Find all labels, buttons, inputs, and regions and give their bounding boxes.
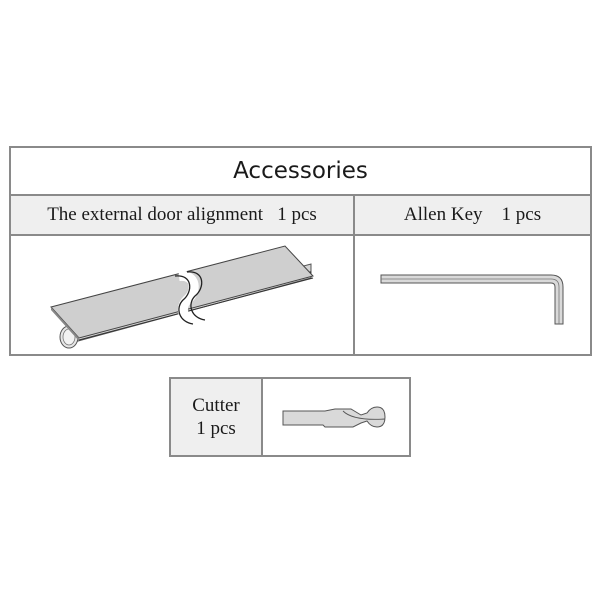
cutter-table: Cutter 1 pcs [169, 377, 411, 457]
allen-key-image [355, 236, 590, 354]
door-alignment-strip-icon [50, 245, 314, 349]
accessories-title: Accessories [11, 148, 590, 196]
allen-key-icon [380, 274, 564, 325]
allen-key-label: Allen Key 1 pcs [403, 204, 542, 225]
accessories-table: Accessories The external door alignment … [9, 146, 592, 356]
cutter-qty: 1 pcs [196, 418, 236, 439]
cutter-image [263, 379, 409, 455]
cutter-bit-icon [282, 406, 386, 428]
item-label-row: The external door alignment 1 pcs Allen … [11, 196, 590, 236]
door-alignment-label: The external door alignment 1 pcs [47, 204, 317, 225]
column-divider [353, 196, 355, 354]
cutter-name: Cutter [192, 395, 240, 416]
cutter-label: Cutter 1 pcs [171, 379, 263, 455]
door-alignment-image [11, 236, 353, 354]
